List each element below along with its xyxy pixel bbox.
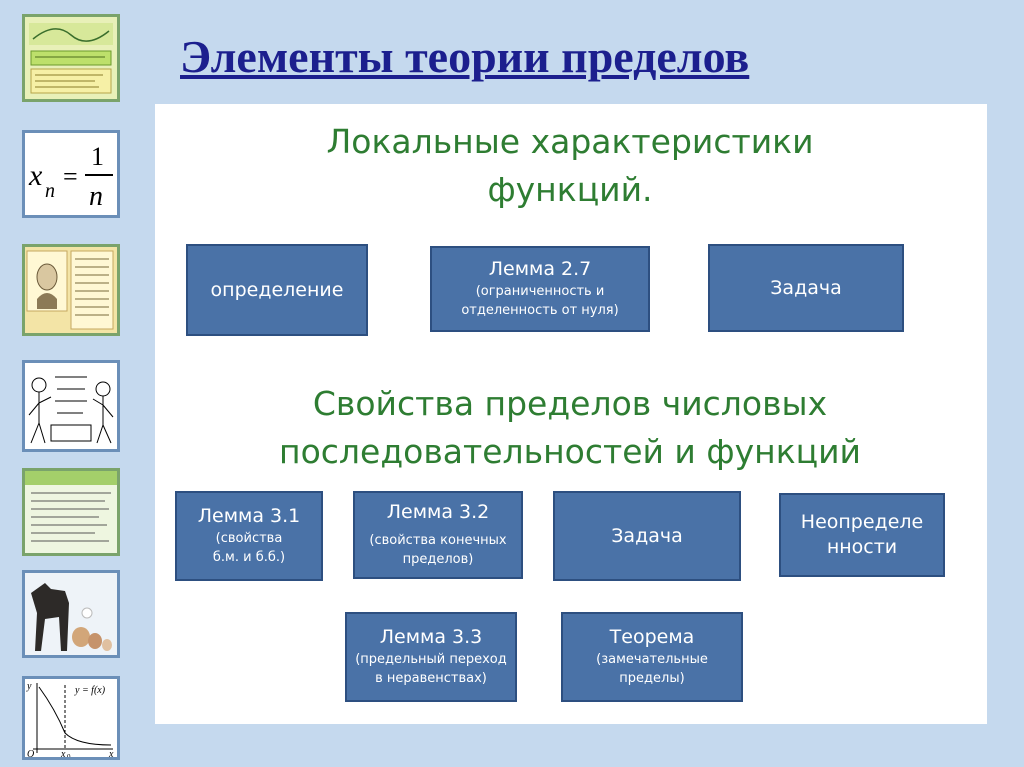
lemma-2-7-title: Лемма 2.7 [489, 257, 592, 282]
local-heading: Локальные характеристики функций. [240, 118, 900, 214]
lemma-2-7-sub-line2: отделенность от нуля) [461, 301, 618, 321]
formula-equals: = [63, 162, 78, 191]
lemma-3-3-sub-line2: в неравенствах) [375, 669, 487, 689]
task-box-limits[interactable]: Задача [553, 491, 741, 581]
lemma-3-2-box[interactable]: Лемма 3.2 (свойства конечных пределов) [353, 491, 523, 579]
graph-origin-label: O [27, 749, 34, 757]
task-box-local[interactable]: Задача [708, 244, 904, 332]
thumbnail-portrait-page[interactable] [22, 244, 120, 336]
lemma-3-1-sub-line1: (свойства [216, 529, 283, 549]
graph-y-label: y [26, 681, 32, 692]
definition-box[interactable]: определение [186, 244, 368, 336]
indeterminacies-line1: Неопределе [801, 510, 923, 535]
limits-heading-line2: последовательностей и функций [200, 428, 940, 476]
formula-sub-n: n [45, 180, 55, 202]
formula-one: 1 [91, 142, 104, 171]
formula-x: x [28, 159, 43, 192]
lemma-3-2-title: Лемма 3.2 [387, 500, 490, 525]
thumbnail-dogs[interactable] [22, 570, 120, 658]
lemma-3-3-title: Лемма 3.3 [380, 625, 483, 650]
task-limits-label: Задача [611, 524, 682, 549]
thumbnail-worksheet[interactable] [22, 468, 120, 556]
indeterminacies-line2: нности [827, 535, 897, 560]
definition-label: определение [211, 278, 344, 303]
theorem-sub-line2: пределы) [619, 669, 684, 689]
lemma-3-1-title: Лемма 3.1 [198, 504, 301, 529]
thumbnail-graph[interactable]: y y = f(x) O x 0 x [22, 676, 120, 760]
limits-heading-line1: Свойства пределов числовых [200, 380, 940, 428]
thumbnail-limit-diagram[interactable] [22, 14, 120, 102]
formula-den-n: n [89, 181, 103, 212]
lemma-3-3-sub-line1: (предельный переход [355, 650, 507, 670]
lemma-2-7-box[interactable]: Лемма 2.7 (ограниченность и отделенность… [430, 246, 650, 332]
slide-title: Элементы теории пределов [180, 30, 900, 83]
lemma-3-2-sub-line1: (свойства конечных [369, 531, 506, 551]
lemma-3-2-sub-line2: пределов) [403, 550, 474, 570]
thumbnail-formula[interactable]: x n = 1 n [22, 130, 120, 218]
lemma-3-1-box[interactable]: Лемма 3.1 (свойства б.м. и б.б.) [175, 491, 323, 581]
lemma-2-7-sub-line1: (ограниченность и [476, 282, 605, 302]
theorem-sub-line1: (замечательные [596, 650, 708, 670]
lemma-3-1-sub-line2: б.м. и б.б.) [213, 548, 285, 568]
theorem-title: Теорема [610, 625, 695, 650]
graph-function-label: y = f(x) [74, 685, 106, 696]
lemma-3-3-box[interactable]: Лемма 3.3 (предельный переход в неравенс… [345, 612, 517, 702]
task-local-label: Задача [770, 276, 841, 301]
local-heading-line1: Локальные характеристики [240, 118, 900, 166]
thumbnail-cartoon[interactable] [22, 360, 120, 452]
limits-heading: Свойства пределов числовых последователь… [200, 380, 940, 476]
indeterminacies-box[interactable]: Неопределе нности [779, 493, 945, 577]
graph-x0-subscript: 0 [67, 753, 71, 757]
graph-x-label: x [108, 749, 114, 757]
theorem-box[interactable]: Теорема (замечательные пределы) [561, 612, 743, 702]
local-heading-line2: функций. [240, 166, 900, 214]
graph-x0-label: x [60, 749, 66, 757]
